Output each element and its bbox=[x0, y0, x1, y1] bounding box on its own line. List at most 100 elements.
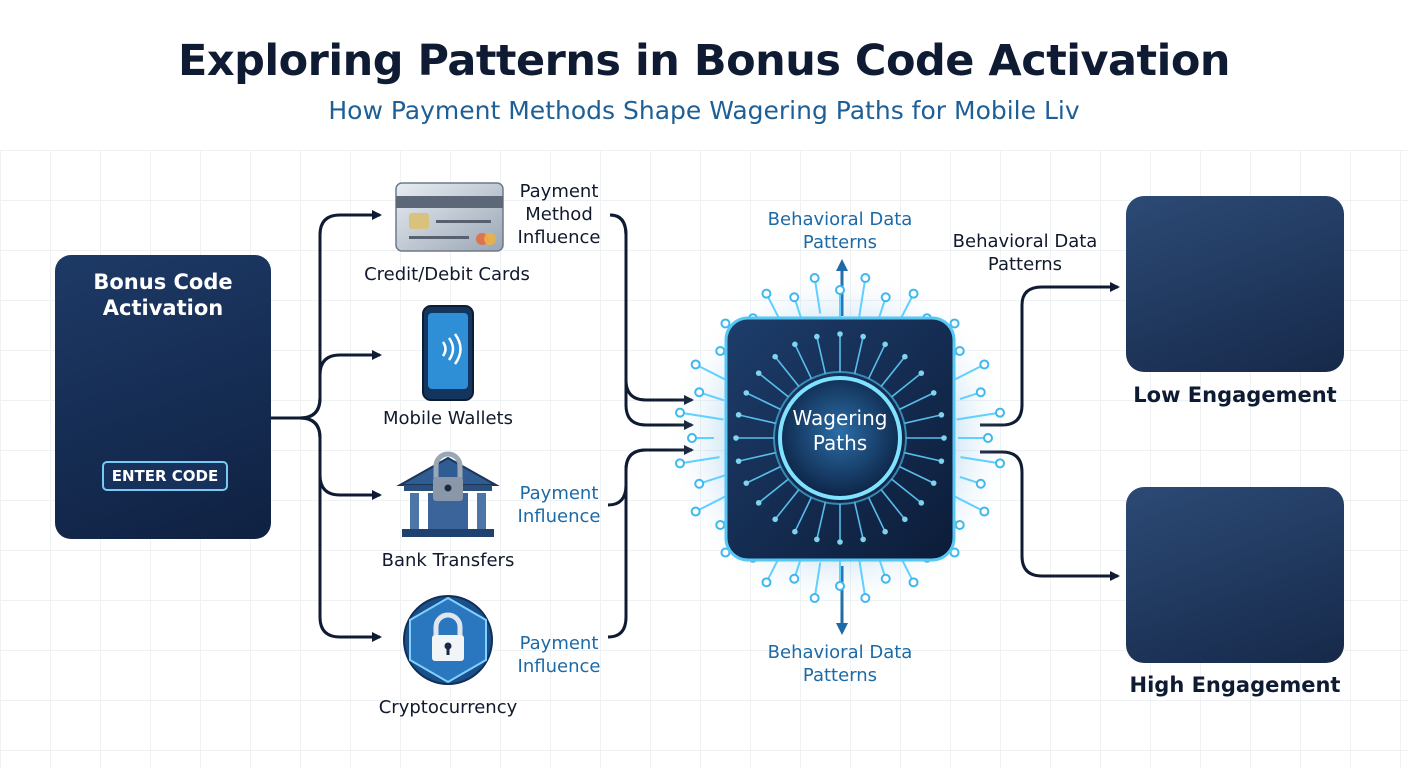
inner-trace bbox=[758, 478, 789, 504]
circuit-node bbox=[880, 292, 891, 303]
inner-trace bbox=[880, 356, 906, 387]
inner-node bbox=[902, 516, 908, 523]
inner-node bbox=[918, 370, 925, 376]
inner-node bbox=[902, 353, 908, 360]
inner-trace bbox=[738, 414, 776, 425]
circuit-trace bbox=[695, 494, 729, 513]
circuit-node bbox=[789, 292, 800, 303]
circuit-node bbox=[979, 359, 990, 370]
inner-node bbox=[743, 390, 750, 396]
outcome-label-low: Low Engagement bbox=[1133, 383, 1337, 407]
inner-node bbox=[743, 480, 750, 486]
circuit-node bbox=[715, 346, 726, 357]
circuit-node bbox=[975, 478, 986, 489]
bonus-code-panel: Bonus Code Activation bbox=[55, 255, 271, 539]
inner-trace bbox=[853, 336, 864, 374]
behavior-label-bottom: Behavioral Data Patterns bbox=[767, 642, 913, 686]
circuit-trace bbox=[956, 411, 1001, 421]
inner-trace bbox=[758, 372, 789, 398]
payment-label-bank: Bank Transfers bbox=[381, 550, 515, 571]
influence-label-bottom: Payment Influence bbox=[517, 633, 601, 677]
page-title: Exploring Patterns in Bonus Code Activat… bbox=[177, 36, 1231, 86]
circuit-node bbox=[687, 433, 697, 443]
inner-trace bbox=[794, 497, 813, 533]
inner-node bbox=[837, 539, 843, 545]
circuit-node bbox=[860, 272, 871, 283]
inner-trace bbox=[745, 392, 781, 411]
circuit-node bbox=[694, 387, 705, 398]
inner-trace bbox=[738, 451, 776, 462]
circuit-node bbox=[979, 506, 990, 517]
smartphone-nfc-icon bbox=[422, 305, 474, 401]
inner-trace bbox=[899, 392, 935, 411]
circuit-node bbox=[789, 573, 800, 584]
circuit-node bbox=[761, 577, 772, 588]
bank-lock-icon bbox=[396, 451, 500, 537]
inner-node bbox=[918, 500, 925, 506]
inner-node bbox=[930, 390, 937, 396]
inner-node bbox=[755, 500, 762, 506]
high-engagement-panel bbox=[1126, 487, 1344, 663]
inner-node bbox=[772, 353, 778, 360]
circuit-trace bbox=[679, 411, 724, 421]
inner-trace bbox=[891, 372, 922, 398]
inner-trace bbox=[867, 343, 886, 379]
outcome-label-high: High Engagement bbox=[1129, 673, 1341, 697]
inner-node bbox=[792, 528, 798, 535]
influence-label-middle: Payment Influence bbox=[517, 483, 601, 527]
credit-card-icon bbox=[395, 182, 504, 252]
circuit-node bbox=[690, 359, 701, 370]
circuit-node bbox=[674, 458, 685, 469]
crypto-lock-icon bbox=[403, 595, 493, 685]
inner-trace bbox=[774, 489, 800, 520]
circuit-node bbox=[995, 458, 1006, 469]
circuit-node bbox=[715, 519, 726, 530]
circuit-trace bbox=[695, 363, 729, 382]
circuit-trace bbox=[679, 456, 720, 465]
inner-trace bbox=[904, 451, 942, 462]
circuit-node bbox=[809, 272, 820, 283]
inner-node bbox=[735, 458, 742, 464]
inner-node bbox=[938, 412, 945, 418]
circuit-node bbox=[694, 478, 705, 489]
page-subtitle: How Payment Methods Shape Wagering Paths… bbox=[328, 96, 1080, 125]
inner-node bbox=[772, 516, 778, 523]
circuit-node bbox=[954, 519, 965, 530]
inner-node bbox=[882, 341, 888, 348]
inner-node bbox=[733, 435, 739, 441]
inner-trace bbox=[880, 489, 906, 520]
low-engagement-panel bbox=[1126, 196, 1344, 372]
circuit-node bbox=[995, 407, 1006, 418]
payment-connectors bbox=[607, 213, 694, 639]
inner-trace bbox=[745, 465, 781, 484]
inner-trace bbox=[899, 465, 935, 484]
circuit-node bbox=[835, 285, 845, 295]
inner-node bbox=[938, 458, 945, 464]
circuit-node bbox=[690, 506, 701, 517]
inner-trace bbox=[853, 502, 864, 540]
circuit-node bbox=[860, 593, 871, 604]
inner-node bbox=[860, 536, 866, 543]
inner-node bbox=[837, 331, 843, 337]
hub-label: Wagering Paths bbox=[792, 406, 888, 455]
inner-node bbox=[860, 333, 866, 340]
inner-trace bbox=[816, 336, 827, 374]
inner-node bbox=[755, 370, 762, 376]
payment-label-wallets: Mobile Wallets bbox=[383, 408, 513, 429]
circuit-node bbox=[983, 433, 993, 443]
enter-code-button[interactable]: ENTER CODE bbox=[102, 461, 228, 491]
circuit-node bbox=[674, 407, 685, 418]
inner-node bbox=[792, 341, 798, 348]
behavior-label-top: Behavioral Data Patterns bbox=[767, 209, 913, 253]
source-connectors bbox=[271, 210, 382, 642]
inner-trace bbox=[774, 356, 800, 387]
circuit-node bbox=[975, 387, 986, 398]
circuit-node bbox=[908, 577, 919, 588]
inner-node bbox=[882, 528, 888, 535]
inner-node bbox=[814, 333, 820, 340]
inner-node bbox=[735, 412, 742, 418]
circuit-node bbox=[880, 573, 891, 584]
circuit-trace bbox=[813, 277, 822, 314]
inner-node bbox=[941, 435, 947, 441]
circuit-node bbox=[761, 288, 772, 299]
